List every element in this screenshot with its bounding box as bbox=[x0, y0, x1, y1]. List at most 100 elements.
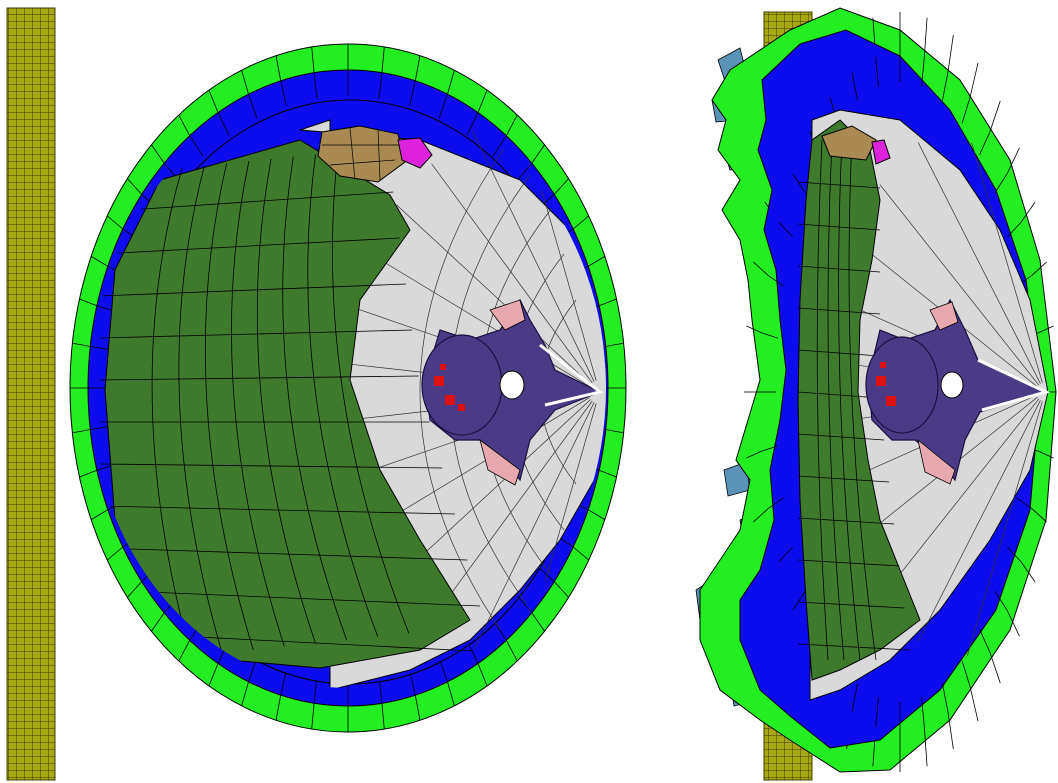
inner-ring-element-edge bbox=[217, 112, 230, 136]
outer-ring-element-edge bbox=[178, 114, 191, 136]
outer-ring-element-edge bbox=[1020, 561, 1036, 583]
outer-ring-element-edge bbox=[588, 256, 606, 267]
inner-ring-element-edge bbox=[961, 660, 971, 687]
outer-ring-element-edge bbox=[275, 695, 282, 721]
red-marker bbox=[434, 376, 444, 386]
inner-ring-element-edge bbox=[1007, 546, 1022, 563]
grey-mesh-edge bbox=[962, 112, 1043, 383]
outer-ring-element-edge bbox=[151, 144, 165, 164]
magenta-part bbox=[397, 137, 433, 169]
outer-ring-element-edge bbox=[605, 429, 624, 434]
muscle-mesh-column bbox=[231, 161, 285, 647]
outer-ring-element-edge bbox=[753, 261, 769, 277]
muscle-mesh-row bbox=[797, 349, 881, 357]
outer-ring-element-edge bbox=[1006, 610, 1020, 637]
inner-ring-element-edge bbox=[851, 72, 858, 101]
outer-ring-element-edge bbox=[241, 70, 249, 95]
inner-ring-element-edge bbox=[792, 591, 806, 611]
inner-ring-element-edge bbox=[942, 72, 949, 101]
muscle-mesh-row bbox=[797, 475, 890, 483]
muscle-mesh-column bbox=[282, 156, 348, 641]
inner-ring-element-edge bbox=[768, 275, 784, 287]
grey-mesh-edge bbox=[369, 397, 590, 532]
inner-ring-element-edge bbox=[189, 135, 204, 157]
outer-ring-element-edge bbox=[127, 178, 143, 195]
outer-ring-element-edge bbox=[127, 581, 143, 598]
outer-ring-element-edge bbox=[178, 640, 191, 662]
inner-ring-element-edge bbox=[768, 497, 784, 509]
outer-ring-element-edge bbox=[208, 89, 219, 113]
grey-mesh-edge bbox=[431, 400, 593, 621]
grey-mesh-edge bbox=[879, 184, 1040, 386]
grey-mesh-edge bbox=[472, 130, 595, 382]
muscle-block bbox=[104, 139, 471, 669]
outer-ring-element-edge bbox=[505, 114, 518, 136]
outer-ring-element-edge bbox=[1037, 450, 1054, 459]
outer-ring-element-edge bbox=[477, 89, 488, 113]
outer-ring-element-edge bbox=[477, 663, 488, 687]
inner-ring-element-edge bbox=[778, 546, 793, 563]
outer-ring-element-edge bbox=[1031, 507, 1047, 523]
muscle-mesh-row bbox=[797, 181, 881, 189]
outer-ring-element-edge bbox=[598, 469, 617, 478]
muscle-mesh-column bbox=[307, 154, 379, 637]
muscle-mesh-row bbox=[797, 559, 900, 567]
outer-ring-element-edge bbox=[90, 509, 108, 520]
inner-ring-element-edge bbox=[942, 683, 949, 712]
muscle-mesh-column bbox=[332, 152, 410, 634]
muscle-mesh-row bbox=[797, 517, 895, 525]
muscle-mesh-column bbox=[151, 167, 192, 657]
muscle-mesh-row bbox=[797, 601, 905, 609]
grey-mesh-edge bbox=[917, 400, 1041, 642]
inner-ring-element-edge bbox=[792, 173, 806, 193]
rigid-barrier-left bbox=[6, 7, 56, 781]
outer-ring-element-edge bbox=[275, 55, 282, 81]
inner-ring-element-edge bbox=[762, 332, 779, 339]
inner-ring-element-edge bbox=[248, 94, 258, 119]
outer-ring-element-edge bbox=[311, 703, 315, 730]
muscle-mesh-row bbox=[797, 643, 910, 651]
magenta-part-deformed bbox=[871, 139, 891, 165]
inner-ring-element-edge bbox=[1016, 497, 1032, 509]
muscle-mesh-column bbox=[178, 165, 223, 654]
inner-ring-element-edge bbox=[466, 112, 479, 136]
muscle-mesh-column bbox=[816, 139, 829, 661]
outer-ring-element-edge bbox=[753, 507, 769, 523]
muscle-mesh-row bbox=[99, 329, 413, 339]
outer-ring-element-edge bbox=[414, 55, 421, 81]
inner-ring-element-edge bbox=[875, 697, 879, 727]
muscle-mesh-row bbox=[797, 391, 881, 399]
outer-ring-element-edge bbox=[746, 325, 763, 334]
inner-ring-element-edge bbox=[492, 135, 507, 157]
outer-ring-element-edge bbox=[989, 652, 1001, 684]
inner-ring-element-edge bbox=[762, 445, 779, 452]
tan-part bbox=[317, 125, 406, 183]
muscle-mesh-column bbox=[256, 158, 316, 644]
muscle-mesh-row bbox=[797, 307, 881, 315]
outer-ring-element-edge bbox=[1031, 261, 1047, 277]
vertebra bbox=[421, 298, 604, 486]
grey-mesh-edge bbox=[472, 402, 595, 654]
outer-ring-element-edge bbox=[923, 17, 928, 58]
grey-mesh-edge bbox=[879, 398, 1040, 600]
outer-ring-element-edge bbox=[553, 178, 569, 195]
inner-ring-element-edge bbox=[921, 57, 925, 87]
inner-ring-element-edge bbox=[438, 94, 448, 119]
outer-ring-element-edge bbox=[947, 711, 954, 750]
muscle-mesh-row bbox=[99, 505, 455, 515]
outer-ring-element-edge bbox=[79, 298, 98, 307]
outer-ring-element-edge bbox=[572, 215, 590, 230]
outer-ring-element-edge bbox=[572, 546, 590, 561]
inner-ring-element-edge bbox=[313, 677, 318, 704]
cross-section-deformed bbox=[695, 7, 1057, 773]
tan-part-deformed bbox=[821, 125, 877, 161]
muscle-mesh-column bbox=[838, 139, 861, 661]
inner-ring-element-edge bbox=[921, 697, 925, 727]
inner-ring-element-edge bbox=[280, 80, 287, 107]
grey-mesh-edge bbox=[396, 204, 591, 385]
grey-mesh-edge bbox=[396, 399, 591, 580]
inner-ring-element-edge bbox=[313, 72, 318, 99]
outer-ring-element-edge bbox=[531, 144, 545, 164]
